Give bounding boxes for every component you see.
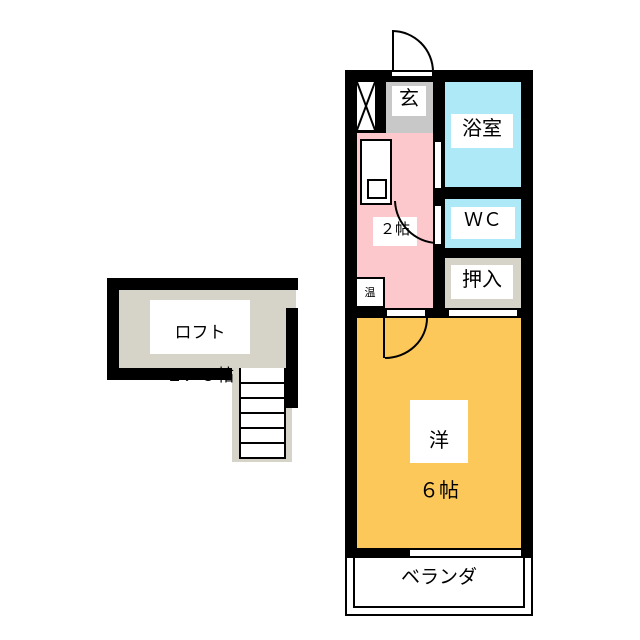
- water-heater-label: 温: [359, 286, 381, 300]
- closet-x-icon: [356, 81, 376, 131]
- kitchen: ２帖 温: [357, 133, 438, 308]
- western-room-size: ６帖: [419, 478, 459, 502]
- closet-label: 押入: [451, 265, 513, 299]
- kitchen-counter: [360, 139, 392, 205]
- shoe-closet: [356, 81, 376, 131]
- loft-wall-top: [107, 278, 298, 290]
- bath-door[interactable]: [433, 140, 443, 190]
- closet-sliding-door[interactable]: [447, 308, 519, 318]
- western-room: 洋 ６帖: [357, 318, 521, 548]
- room-door-swing: [384, 318, 428, 359]
- balcony-label: ベランダ: [377, 566, 501, 590]
- wc-label: ＷＣ: [451, 207, 515, 239]
- loft-wall-bottom: [107, 368, 238, 380]
- bath-door-swing: [394, 200, 438, 244]
- entrance-door-swing[interactable]: [392, 30, 434, 72]
- sink-icon: [367, 179, 387, 199]
- loft-name: ロフト: [174, 323, 226, 344]
- closet: 押入: [445, 258, 521, 308]
- staircase: [239, 368, 286, 459]
- loft-wall-left: [107, 278, 119, 380]
- room-door-opening: [385, 308, 427, 318]
- balcony: ベランダ: [345, 558, 533, 616]
- wc-door[interactable]: [433, 204, 443, 246]
- entrance-door-opening: [390, 70, 434, 78]
- bathroom: 浴室: [445, 82, 521, 187]
- loft-label: ロフト ２．５帖: [150, 300, 250, 386]
- balcony-window[interactable]: [408, 548, 523, 558]
- wc: ＷＣ: [445, 199, 521, 248]
- loft-size: ２．５帖: [166, 365, 234, 386]
- bathroom-label: 浴室: [451, 114, 513, 148]
- western-room-type: 洋: [429, 428, 449, 452]
- water-heater: 温: [357, 277, 385, 308]
- entrance: 玄: [386, 82, 433, 133]
- balcony-rail: [353, 558, 525, 608]
- loft-wall-right: [286, 308, 298, 408]
- western-room-label: 洋 ６帖: [410, 400, 468, 502]
- entrance-label: 玄: [392, 86, 426, 116]
- room-door-leaf[interactable]: [383, 318, 385, 358]
